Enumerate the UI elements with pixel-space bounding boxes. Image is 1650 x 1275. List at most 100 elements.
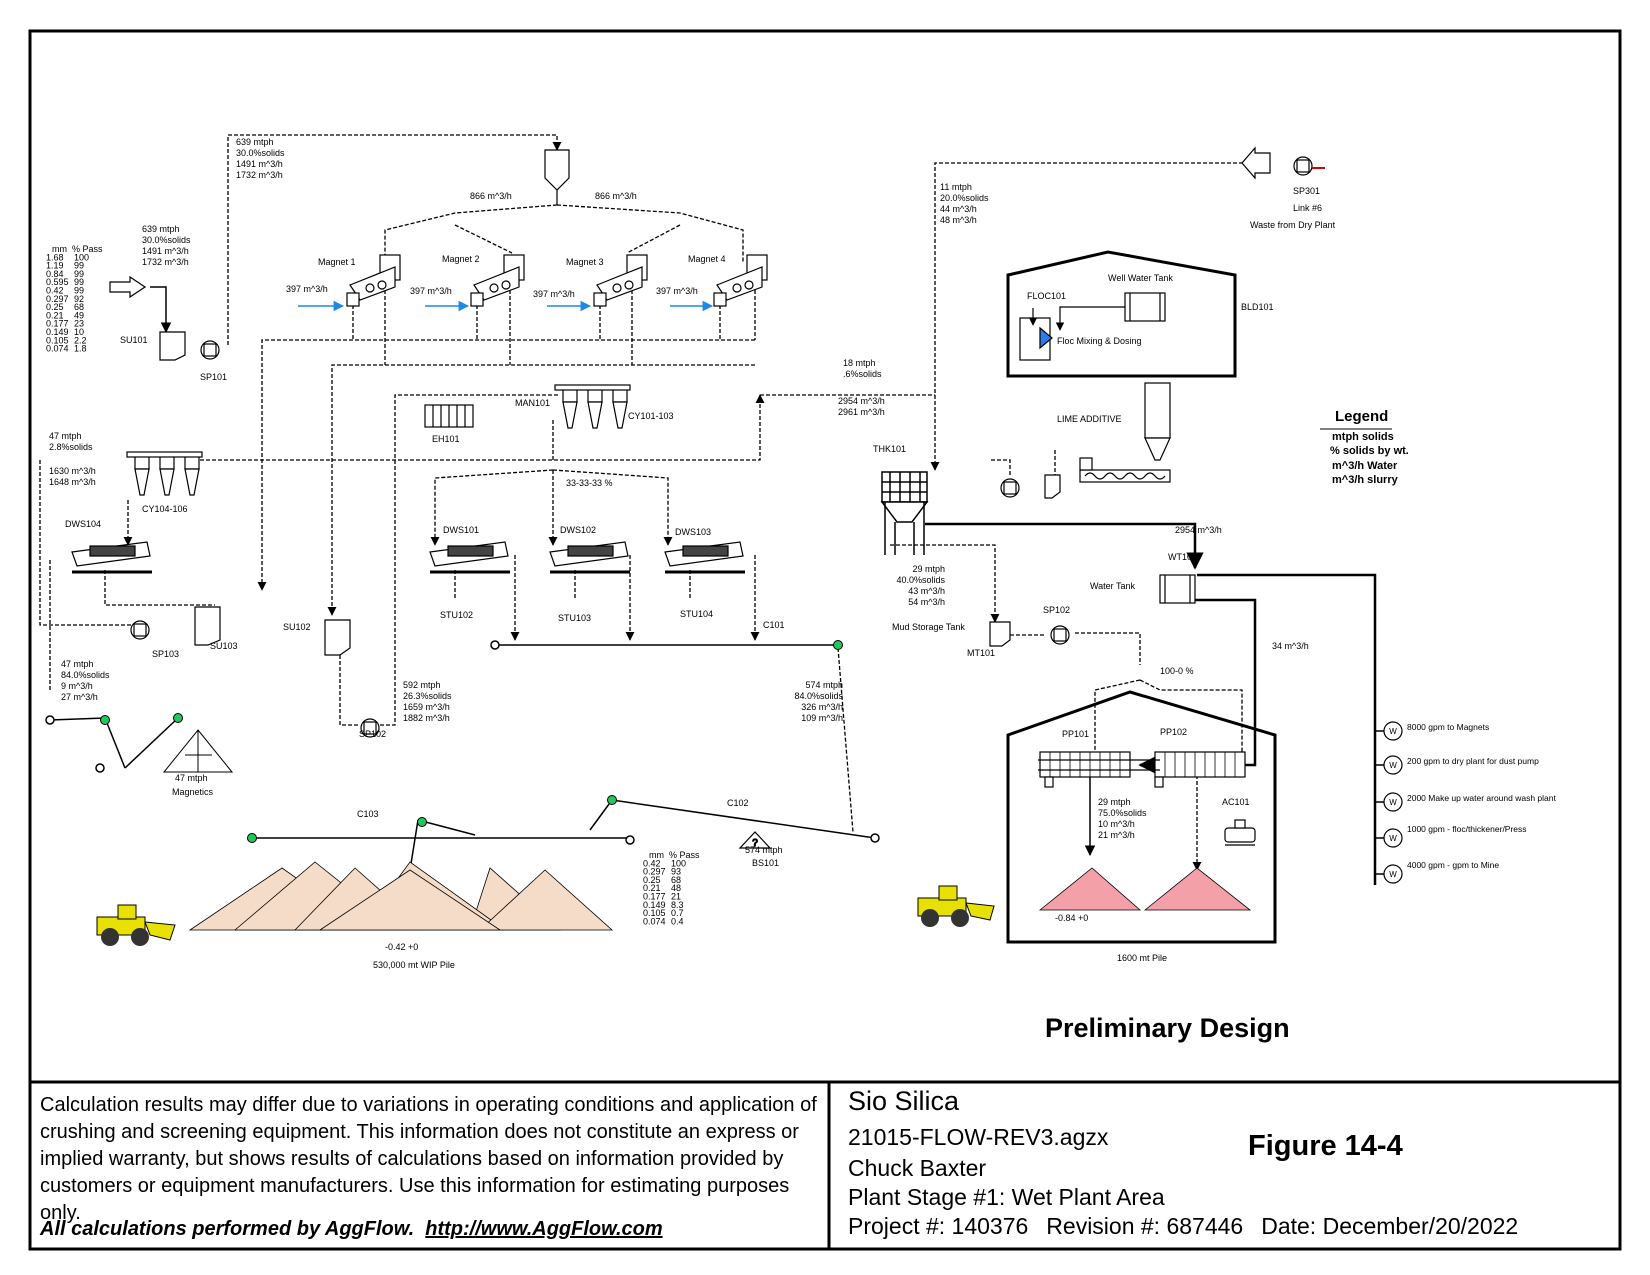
press-piles <box>1038 867 1252 911</box>
floc-mix-label: Floc Mixing & Dosing <box>1057 336 1142 346</box>
bs101-label: BS101 <box>752 858 779 868</box>
stream-line: 47 mtph <box>49 431 82 441</box>
eh101-label: EH101 <box>432 434 460 444</box>
gradation-size: 0.42 <box>46 286 64 296</box>
sp101-label: SP101 <box>200 372 227 382</box>
dws104-label: DWS104 <box>65 519 101 529</box>
gradation-size: 1.68 <box>46 252 64 262</box>
stream-line: 27 m^3/h <box>61 692 98 702</box>
stream-line: 639 mtph <box>236 137 274 147</box>
stream-line: 54 m^3/h <box>908 597 945 607</box>
c102-label: C102 <box>727 798 749 808</box>
thickener <box>880 471 929 555</box>
gradation-pass: 23 <box>74 319 84 329</box>
stream-line: 2961 m^3/h <box>838 407 885 417</box>
lime-label: LIME ADDITIVE <box>1057 414 1122 424</box>
magnet-1-label: Magnet 1 <box>318 257 356 267</box>
svg-text:?: ? <box>752 838 758 849</box>
pp102-label: PP102 <box>1160 727 1187 737</box>
thk101-label: THK101 <box>873 444 906 454</box>
su103-label: SU103 <box>210 641 238 651</box>
stream-line: 44 m^3/h <box>940 204 977 214</box>
gradation-size: 0.42 <box>643 858 661 868</box>
gradation-size: 0.149 <box>46 327 69 337</box>
pump-icon: W <box>1389 798 1397 807</box>
gradation-pass: 49 <box>74 310 84 320</box>
legend-item: m^3/h slurry <box>1332 474 1399 486</box>
lime-silo <box>1079 382 1171 483</box>
gradation-size: 0.25 <box>46 302 64 312</box>
pump-label: 8000 gpm to Magnets <box>1407 722 1489 732</box>
split-left: 866 m^3/h <box>470 191 512 201</box>
press-building <box>1006 690 1277 944</box>
gradation-size: 0.149 <box>643 900 666 910</box>
magnetics-label: Magnetics <box>172 787 214 797</box>
gradation-pass: 99 <box>74 286 84 296</box>
stream-line: 84.0%solids <box>794 691 843 701</box>
bin-scale: ? <box>738 831 772 850</box>
stream-line: 30.0%solids <box>142 235 191 245</box>
bs101-stream: 574 mtph <box>745 845 783 855</box>
magnet-separators <box>346 254 768 307</box>
stream-line: 109 m^3/h <box>801 713 843 723</box>
stream-line: 574 mtph <box>805 680 843 690</box>
floc101-label: FLOC101 <box>1027 291 1066 301</box>
aggflow-prefix: All calculations performed by AggFlow. <box>40 1218 415 1240</box>
gradation-header: mm <box>52 244 67 254</box>
gradation-header: mm <box>649 850 664 860</box>
gradation-size: 0.595 <box>46 277 69 287</box>
disclaimer: Calculation results may differ due to va… <box>40 1094 817 1224</box>
stream-line: 639 mtph <box>142 224 180 234</box>
stream-line: 11 mtph <box>940 182 972 192</box>
aggflow-link[interactable]: http://www.AggFlow.com <box>425 1218 663 1240</box>
stu102-label: STU102 <box>440 610 473 620</box>
gradation-size: 0.21 <box>643 883 661 893</box>
legend: Legend mtph solids % solids by wt. m^3/h… <box>1320 408 1409 486</box>
gradation-pass: 68 <box>74 302 84 312</box>
author-name: Chuck Baxter <box>848 1155 987 1181</box>
cy104-label: CY104-106 <box>142 504 188 514</box>
floc-system <box>1019 308 1053 361</box>
company-name: Sio Silica <box>848 1086 960 1116</box>
solid-lines <box>150 286 1385 885</box>
press-size: -0.84 +0 <box>1055 913 1088 923</box>
magnetics-pile <box>162 729 234 773</box>
loader-right <box>917 885 995 927</box>
pump-label: 200 gpm to dry plant for dust pump <box>1407 756 1539 766</box>
stream-line: 47 mtph <box>61 659 94 669</box>
water-pumps <box>1383 721 1403 884</box>
dws101-label: DWS101 <box>443 525 479 535</box>
pp101-label: PP101 <box>1062 729 1089 739</box>
stream-line: 9 m^3/h <box>61 681 93 691</box>
gradation-pass: 8.3 <box>671 900 684 910</box>
legend-item: mtph solids <box>1332 431 1394 443</box>
gradation-pass: 99 <box>74 277 84 287</box>
distributor <box>544 149 570 205</box>
gradation-size: 0.105 <box>46 335 69 345</box>
dewatering-screens <box>71 541 745 574</box>
mud-storage-label: Mud Storage Tank <box>892 622 965 632</box>
stream-line: 29 mtph <box>1098 797 1131 807</box>
stream-line: 1659 m^3/h <box>403 702 450 712</box>
man101-label: MAN101 <box>515 398 550 408</box>
slurry-lines <box>39 134 1255 871</box>
well-water-label: Well Water Tank <box>1108 273 1173 283</box>
pump-labels: 8000 gpm to Magnets 200 gpm to dry plant … <box>1389 722 1556 879</box>
legend-item: % solids by wt. <box>1330 445 1409 457</box>
stream-line: 1732 m^3/h <box>142 257 189 267</box>
gradation-pass: 99 <box>74 261 84 271</box>
magnet-3-label: Magnet 3 <box>566 257 604 267</box>
sp301-label: SP301 <box>1293 186 1320 196</box>
mt101-label: MT101 <box>967 648 995 658</box>
bld101-label: BLD101 <box>1241 302 1274 312</box>
gradation-size: 0.297 <box>643 867 666 877</box>
file-name: 21015-FLOW-REV3.agzx <box>848 1124 1109 1150</box>
gradation-size: 0.84 <box>46 269 64 279</box>
